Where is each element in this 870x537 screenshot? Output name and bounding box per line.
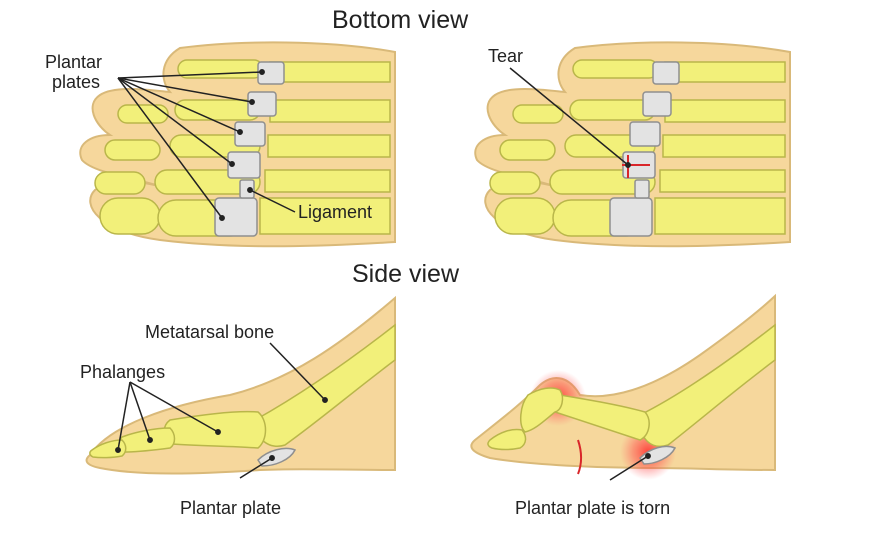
phalanx-middle [520,387,564,433]
side-view-normal [85,295,396,479]
phalanx-distal [89,439,127,459]
tear-line [577,439,582,475]
side-view-title: Side view [352,260,459,288]
side-view-torn [470,293,776,481]
phalanx-distal [487,428,527,451]
bottom-view-title: Bottom view [332,6,469,34]
plantar-plate-torn-label: Plantar plate is torn [515,498,671,518]
plantar-plates-label-line2: plates [52,72,101,92]
plantar-plate-2 [247,91,277,117]
plantar-plate-3 [234,121,266,147]
ligament-label: Ligament [298,202,373,222]
plantar-plate-label: Plantar plate [180,498,282,518]
plantar-plate-4 [227,151,261,179]
metatarsal-bone [254,323,396,447]
plantar-plate-1 [257,61,285,85]
ligament-strap [239,179,255,199]
bottom-view-normal [79,41,396,248]
plantar-plate-torn [639,445,677,465]
tear-label: Tear [488,46,524,66]
bottom-view-torn [474,41,791,248]
plantar-plate-5 [214,197,258,237]
phalanges-label: Phalanges [80,362,166,382]
metatarsal-bone-label: Metatarsal bone [145,322,275,342]
plantar-plates-label-line1: Plantar [45,52,103,72]
metatarsal-bone [639,323,776,447]
